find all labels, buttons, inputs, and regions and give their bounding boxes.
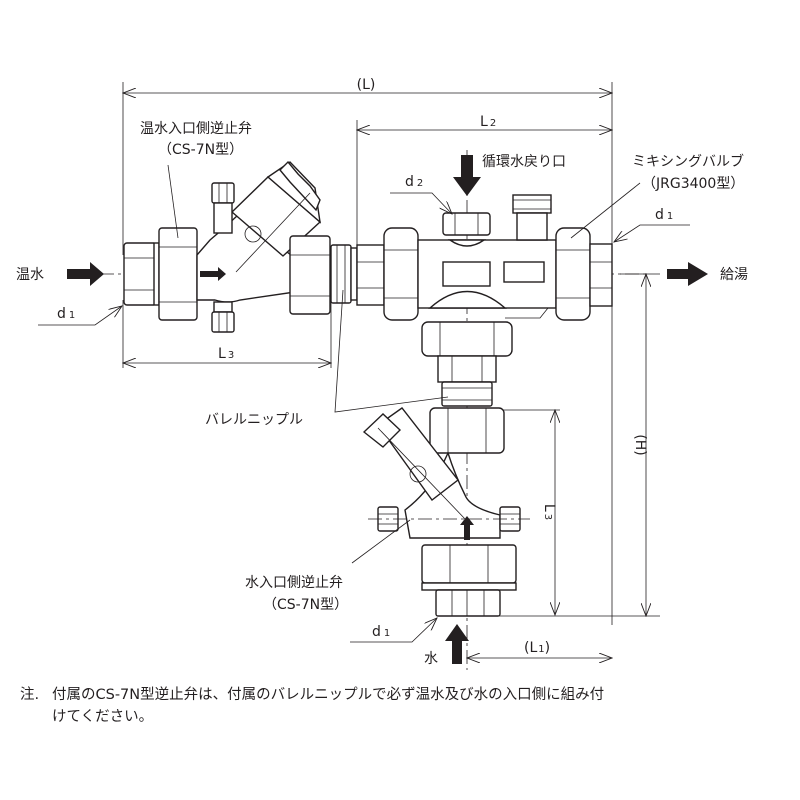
hot-inlet-check-valve-model: （CS-7N型） bbox=[158, 142, 243, 158]
dimension-L-label: (L) bbox=[357, 77, 376, 93]
hot-water-in-label: 温水 bbox=[16, 267, 44, 283]
note-mark: 注. bbox=[20, 687, 40, 703]
dimension-L3-vertical-label: L3 bbox=[541, 504, 557, 520]
recirculation-return: 循環水戻り口 bbox=[453, 154, 566, 196]
hot-inlet-check-valve-label: 温水入口側逆止弁 bbox=[140, 121, 252, 137]
cold-water-inlet: 水 bbox=[424, 624, 469, 667]
mixing-valve-model: （JRG3400型） bbox=[642, 176, 744, 192]
recirculation-arrow-icon bbox=[453, 155, 481, 196]
hot-water-in-arrow-icon bbox=[67, 262, 104, 286]
lower-connector bbox=[421, 321, 513, 383]
dimension-L: (L) bbox=[123, 77, 612, 625]
barrel-nipple-vertical bbox=[441, 381, 493, 407]
hot-inlet-check-valve bbox=[123, 160, 331, 333]
hot-supply-outlet: 給湯 bbox=[667, 262, 748, 286]
cold-inlet-check-valve bbox=[362, 407, 530, 617]
cold-water-arrow-icon bbox=[445, 624, 469, 664]
hot-supply-label: 給湯 bbox=[720, 266, 748, 283]
cold-water-in-label: 水 bbox=[424, 651, 438, 667]
dimension-H-label: (H) bbox=[632, 434, 648, 455]
note-line-2: けてください。 bbox=[52, 709, 154, 725]
mixing-valve bbox=[356, 194, 613, 321]
dimension-L1: (L1) bbox=[467, 640, 612, 658]
callout-hot-inlet-check-valve: 温水入口側逆止弁 （CS-7N型） bbox=[140, 121, 252, 239]
callout-cold-inlet-check-valve: 水入口側逆止弁 （CS-7N型） bbox=[245, 519, 411, 613]
hot-supply-arrow-icon bbox=[667, 262, 708, 286]
recirculation-return-label: 循環水戻り口 bbox=[482, 154, 566, 170]
barrel-nipple-label: バレルニップル bbox=[205, 412, 303, 428]
dimension-L1-label: (L1) bbox=[524, 640, 550, 656]
mixing-valve-label: ミキシングバルブ bbox=[632, 153, 744, 170]
callout-mixing-valve: ミキシングバルブ （JRG3400型） bbox=[570, 153, 744, 239]
installation-note: 注. 付属のCS-7N型逆止弁は、付属のバレルニップルで必ず温水及び水の入口側に組… bbox=[20, 684, 790, 728]
callout-barrel-nipple: バレルニップル bbox=[205, 289, 449, 428]
cold-inlet-check-valve-label: 水入口側逆止弁 bbox=[245, 575, 343, 591]
note-line-1: 付属のCS-7N型逆止弁は、付属のバレルニップルで必ず温水及び水の入口側に組み付 bbox=[52, 687, 605, 703]
cold-inlet-check-valve-model: （CS-7N型） bbox=[263, 597, 348, 613]
dimension-L3-vertical: L3 bbox=[500, 410, 560, 615]
barrel-nipple-horizontal bbox=[330, 244, 358, 304]
hot-water-inlet: 温水 bbox=[16, 262, 104, 286]
